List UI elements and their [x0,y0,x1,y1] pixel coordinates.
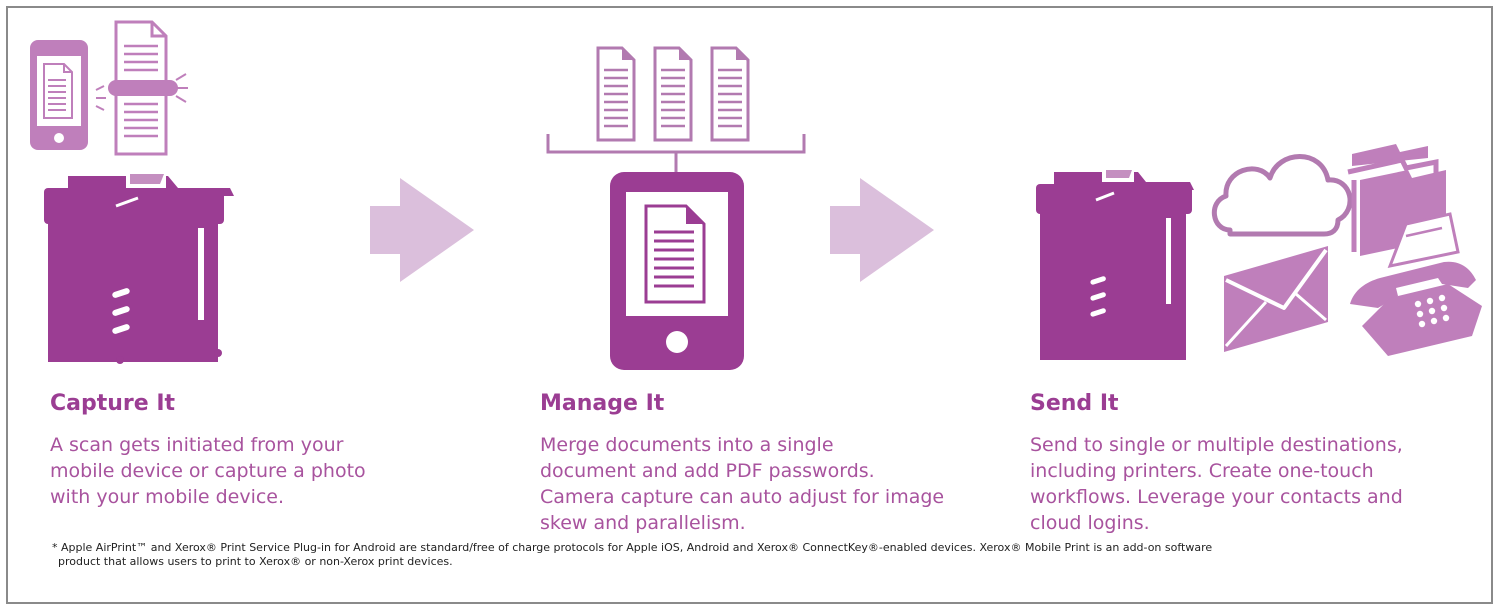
phone-document-icon [610,172,744,370]
step-heading: Send It [1030,391,1119,416]
step-heading: Capture It [50,391,176,416]
arrow-icon [830,178,934,282]
description-line: Send to single or multiple destinations, [1030,434,1403,456]
description-line: A scan gets initiated from your [50,434,344,456]
description-line: skew and parallelism. [540,512,746,534]
scanning-document-icon [108,20,178,156]
description-line: workflows. Leverage your contacts and [1030,486,1403,508]
footnote-line: * Apple AirPrint™ and Xerox® Print Servi… [52,541,1213,554]
description-line: document and add PDF passwords. [540,460,875,482]
arrow-icon [370,178,474,282]
cloud-icon [1211,154,1353,237]
printer-icon [1036,168,1194,360]
footnote-line: product that allows users to print to Xe… [58,555,453,568]
step-description: Merge documents into a single document a… [540,432,990,536]
step-description: A scan gets initiated from your mobile d… [50,432,410,510]
step-heading: Manage It [540,391,665,416]
description-line: mobile device or capture a photo [50,460,366,482]
infographic-frame: Capture It A scan gets initiated from yo… [6,6,1493,604]
description-line: Merge documents into a single [540,434,834,456]
email-icon [1224,246,1328,352]
printer-icon [44,172,234,364]
document-stack-icon [596,46,750,142]
description-line: Camera capture can auto adjust for image [540,486,945,508]
description-line: including printers. Create one-touch [1030,460,1374,482]
description-line: cloud logins. [1030,512,1150,534]
footnote: * Apple AirPrint™ and Xerox® Print Servi… [52,541,1472,569]
workflow-illustration [30,20,1482,370]
fax-icon [1350,212,1482,356]
step-description: Send to single or multiple destinations,… [1030,432,1470,536]
description-line: with your mobile device. [50,486,285,508]
phone-document-icon [30,40,88,150]
bracket-connector [546,134,806,172]
